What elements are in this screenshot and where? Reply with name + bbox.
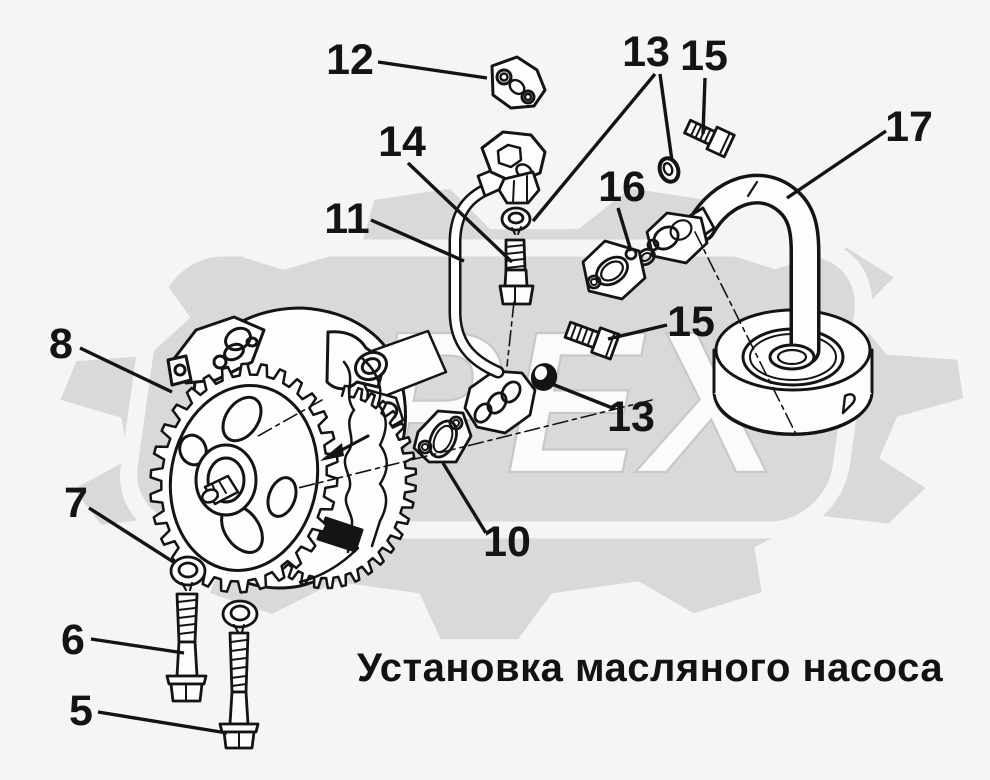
callout-label-15: 15 (680, 32, 728, 80)
callout-label-14: 14 (378, 118, 426, 166)
oil-pipe-drawing (448, 55, 547, 379)
callout-label-16: 16 (598, 163, 646, 211)
strainer-pipe-drawing (581, 173, 874, 436)
callout-label-15: 15 (667, 298, 715, 346)
leader-line-13 (531, 72, 657, 223)
callout-label-10: 10 (483, 518, 531, 566)
diagram-caption: Установка масляного насоса (356, 646, 944, 690)
center-lines (257, 231, 798, 489)
leader-line-16 (616, 207, 633, 252)
flange-gasket-drawing (412, 369, 537, 464)
leader-line-12 (377, 60, 488, 80)
callout-label-6: 6 (61, 616, 85, 664)
leader-line-7 (88, 506, 176, 565)
leader-line-17 (786, 129, 887, 200)
callout-label-8: 8 (49, 320, 73, 368)
callout-label-13: 13 (607, 393, 655, 441)
leader-line-14 (406, 161, 514, 264)
leader-line-8 (79, 346, 173, 394)
leader-line-5 (97, 710, 228, 735)
leader-line-15 (701, 77, 707, 135)
mount-bolts-drawing (165, 555, 260, 750)
callout-label-12: 12 (326, 36, 374, 84)
leader-line-11 (370, 218, 465, 263)
leader-line-15 (607, 323, 668, 341)
callout-label-13: 13 (622, 28, 670, 76)
callout-label-5: 5 (69, 687, 93, 735)
callout-label-17: 17 (885, 103, 933, 151)
leader-line-10 (441, 462, 488, 534)
leader-line-13 (551, 382, 616, 411)
callout-label-7: 7 (64, 479, 88, 527)
leader-line-6 (90, 637, 185, 655)
oil-pump-drawing (149, 306, 448, 594)
leader-line-13 (658, 73, 674, 162)
callout-label-11: 11 (324, 195, 369, 243)
